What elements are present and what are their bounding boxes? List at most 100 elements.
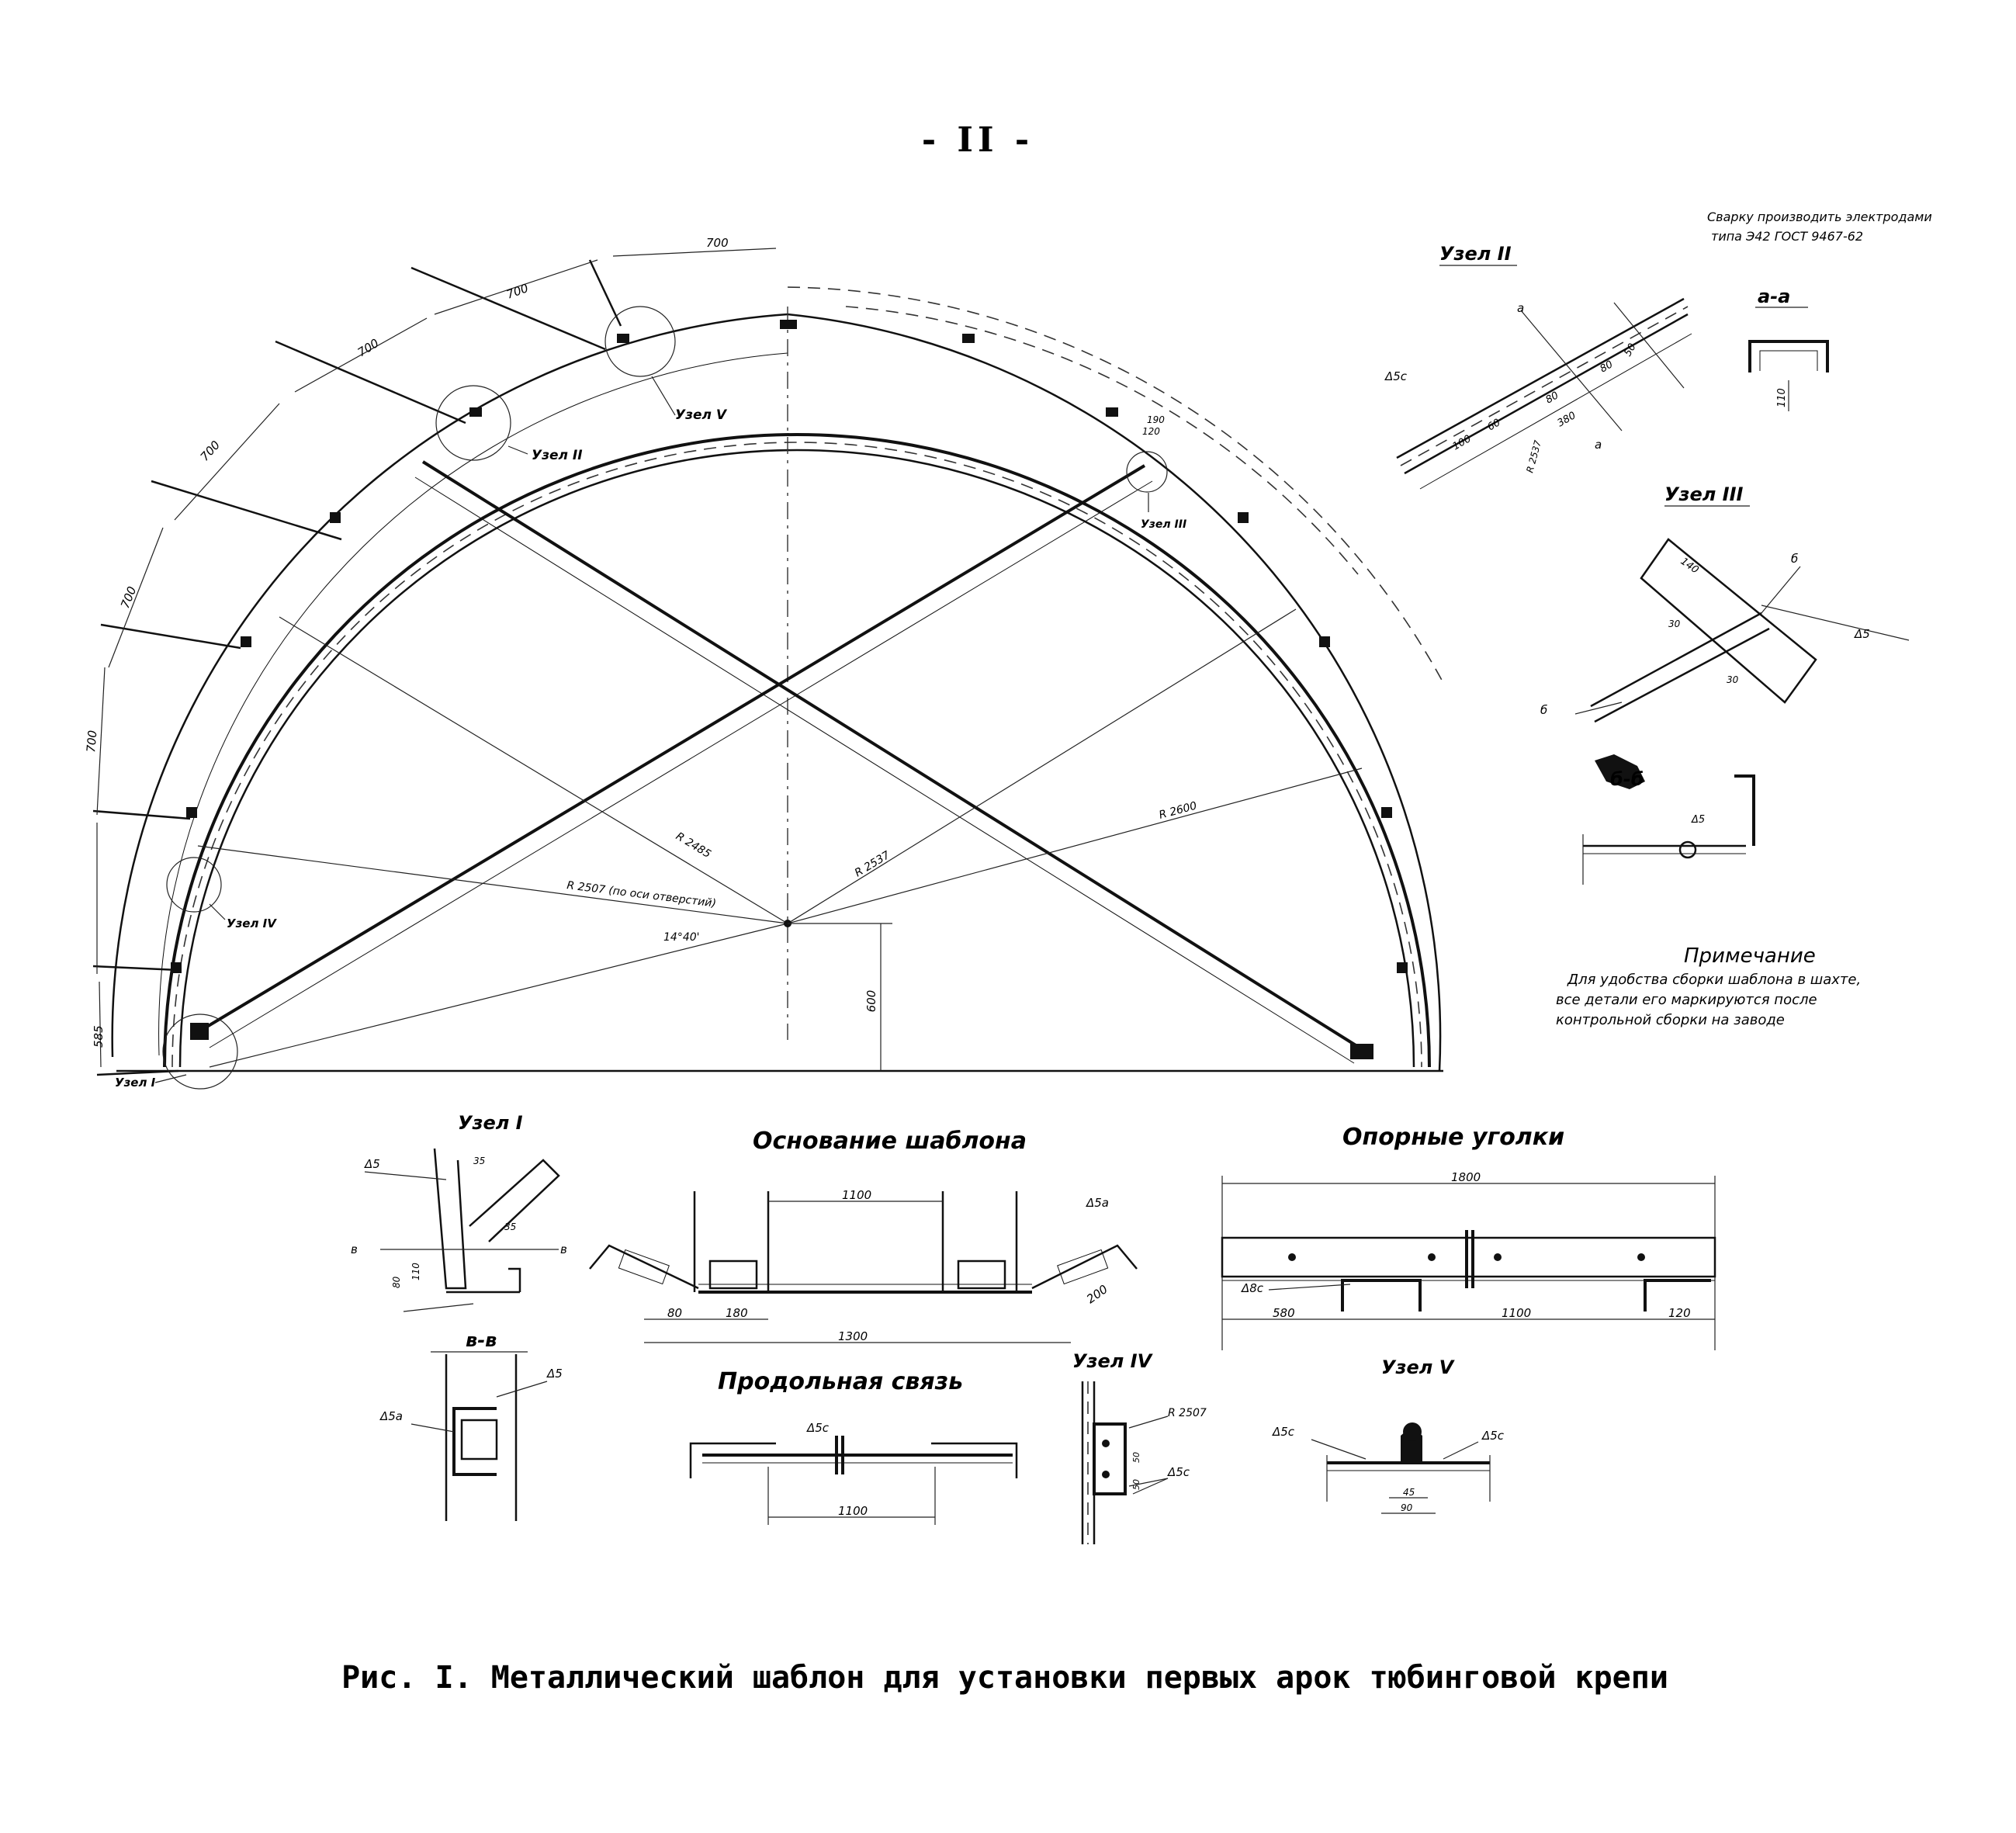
section-bb-blot xyxy=(1595,754,1645,789)
section-aa: а-а 110 xyxy=(1748,286,1829,411)
section-vv-weld2: Δ5а xyxy=(379,1409,403,1423)
support-angles-weld: Δ8с xyxy=(1241,1281,1264,1295)
node2-radius: R 2537 xyxy=(1524,439,1543,474)
support-angles-dim-580: 580 xyxy=(1273,1306,1295,1320)
arc-dim-4: 700 xyxy=(198,438,223,463)
main-arch-view: 600 14°40' R 2485 R 2537 R 2600 R 2507 (… xyxy=(84,236,1444,1090)
node1-dim-b: 35 xyxy=(504,1221,516,1232)
radius-r2537: R 2537 xyxy=(853,849,892,879)
note-block: Примечание Для удобства сборки шаблона в… xyxy=(1556,944,1861,1028)
base-weld: Δ5а xyxy=(1086,1196,1109,1210)
node1-dim-a: 35 xyxy=(473,1156,485,1166)
section-bb-weld: Δ5 xyxy=(1691,814,1705,826)
node5-detail: Узел V 45 90 Δ5с Δ5с xyxy=(1272,1357,1505,1514)
node1-title: Узел I xyxy=(458,1112,523,1134)
section-bb: б-б Δ5 xyxy=(1582,754,1755,885)
segment-inner-arc xyxy=(158,352,788,1056)
base-dim-180: 180 xyxy=(726,1306,748,1320)
radius-r2507: R 2507 (по оси отверстий) xyxy=(566,879,717,910)
node3-dim-30b: 30 xyxy=(1727,674,1739,685)
note-title: Примечание xyxy=(1684,944,1816,968)
note-line3: контрольной сборки на заводе xyxy=(1556,1012,1785,1028)
node5-circle xyxy=(604,306,676,377)
support-angles-dim-120: 120 xyxy=(1668,1306,1691,1320)
node1-section-mark-right: в xyxy=(560,1242,567,1256)
node3-title: Узел III xyxy=(1664,483,1744,505)
section-bb-title: б-б xyxy=(1610,768,1644,790)
arc-dim-6: 700 xyxy=(84,729,99,753)
longitudinal-link-weld: Δ5с xyxy=(806,1421,830,1435)
support-angles-title: Опорные уголки xyxy=(1342,1124,1564,1151)
base-dim-1100: 1100 xyxy=(842,1188,871,1202)
node5-dim-90: 90 xyxy=(1401,1502,1413,1513)
node1-ref: Узел I xyxy=(115,1076,156,1090)
arc-dim-2: 700 xyxy=(504,281,530,302)
node1-weld: Δ5 xyxy=(364,1157,380,1171)
outer-dashed-arc xyxy=(787,286,1444,684)
node3-detail: Узел III 140 30 30 Δ5 б б xyxy=(1540,483,1910,723)
node4-detail: Узел IV R 2507 Δ5с 50 50 xyxy=(1072,1350,1207,1544)
diagonal-brace-1b xyxy=(209,480,1153,1048)
node2-dim-80a: 80 xyxy=(1544,390,1561,406)
longitudinal-link-title: Продольная связь xyxy=(718,1368,963,1395)
diagonal-brace-2b xyxy=(414,476,1355,1064)
segment-joints xyxy=(92,259,622,1076)
section-vv-weld1: Δ5 xyxy=(546,1367,563,1381)
node1-dim-c: 110 xyxy=(410,1263,421,1280)
node4-title: Узел IV xyxy=(1072,1350,1154,1372)
node2-section-mark-top: а xyxy=(1517,301,1524,315)
base-title: Основание шаблона xyxy=(753,1128,1027,1155)
node3-ref: Узел III xyxy=(1141,518,1186,531)
support-angles-dim-1800: 1800 xyxy=(1451,1170,1481,1184)
support-angles-dim-1100: 1100 xyxy=(1502,1306,1531,1320)
node2-circle xyxy=(435,385,511,461)
node1-dim-d: 80 xyxy=(391,1276,402,1288)
node4-ref: Узел IV xyxy=(227,916,277,930)
node2-detail: Узел II а а Δ5с 100 60 80 80 380 50 R 25… xyxy=(1384,243,1692,490)
section-vv-title: в-в xyxy=(466,1329,497,1351)
base-detail: Основание шаблона 1100 80 180 1300 200 Δ… xyxy=(589,1128,1138,1343)
arc-dim-5: 700 xyxy=(118,584,139,610)
small-dim-190: 190 xyxy=(1147,414,1165,425)
weld-note-line1: Сварку производить электродами xyxy=(1707,210,1932,224)
arc-dim-7: 585 xyxy=(92,1025,106,1048)
node2-dim-80b: 80 xyxy=(1599,359,1616,375)
node4-circle xyxy=(166,857,222,913)
node1-section-mark-left: в xyxy=(351,1242,358,1256)
node4-dim-b: 50 xyxy=(1131,1479,1141,1490)
node3-circle xyxy=(1126,451,1168,493)
node2-title: Узел II xyxy=(1439,243,1512,265)
node2-dim-380: 380 xyxy=(1556,410,1578,429)
node3-weld: Δ5 xyxy=(1854,627,1870,641)
base-dim-80: 80 xyxy=(667,1306,682,1320)
node5-weld-right: Δ5с xyxy=(1481,1429,1505,1443)
note-line1: Для удобства сборки шаблона в шахте, xyxy=(1567,972,1861,988)
base-dim-1300: 1300 xyxy=(838,1329,868,1343)
node2-dim-60: 60 xyxy=(1486,417,1503,433)
node2-dim-50: 50 xyxy=(1622,341,1638,359)
radius-r2485: R 2485 xyxy=(674,830,713,861)
node1-detail: Узел I Δ5 в в 35 35 110 80 xyxy=(351,1112,567,1312)
node5-dim-45: 45 xyxy=(1403,1487,1415,1498)
node3-section-mark-left: б xyxy=(1540,703,1547,717)
template-outer-ring xyxy=(163,433,1431,1068)
node5-ref: Узел V xyxy=(675,407,728,423)
angle-label: 14°40' xyxy=(663,931,699,944)
node4-weld: Δ5с xyxy=(1167,1465,1190,1479)
template-inner-ring xyxy=(178,449,1415,1068)
node3-section-mark-top: б xyxy=(1791,552,1798,566)
arc-dimension-chain xyxy=(96,248,777,1068)
outer-arc xyxy=(111,313,1442,1072)
outer-dashed-arc-2 xyxy=(845,306,1359,575)
node3-dim-140: 140 xyxy=(1678,556,1701,577)
height-dim: 600 xyxy=(864,990,878,1013)
node3-dim-30a: 30 xyxy=(1668,619,1681,629)
template-axis-ring xyxy=(171,442,1422,1068)
node2-weld: Δ5с xyxy=(1384,369,1408,383)
longitudinal-link-dim: 1100 xyxy=(838,1504,868,1518)
section-vv: в-в Δ5 Δ5а xyxy=(379,1329,563,1521)
radius-lines xyxy=(197,608,1363,1068)
node1-circle xyxy=(162,1014,238,1090)
arc-dim-1: 700 xyxy=(706,236,729,250)
